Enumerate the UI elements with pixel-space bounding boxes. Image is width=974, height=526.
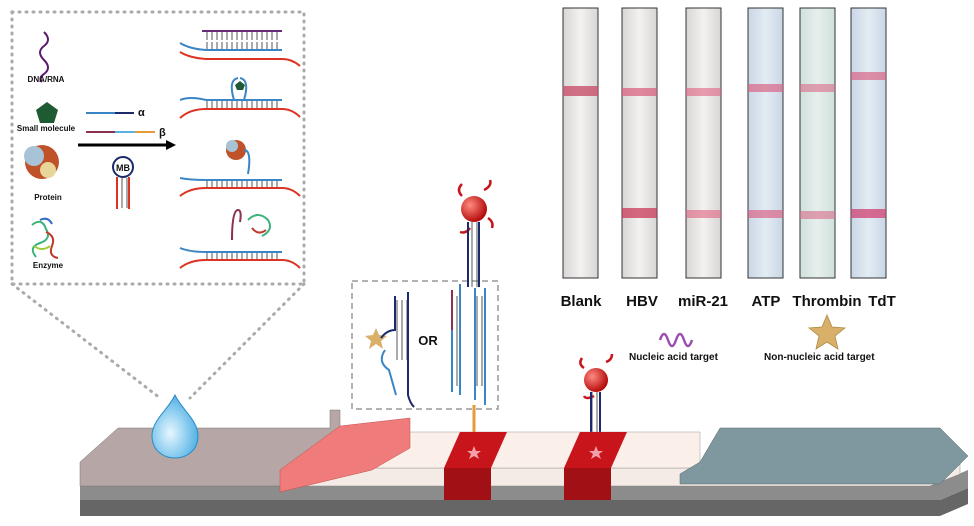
test-line xyxy=(622,208,657,218)
test-line xyxy=(686,210,721,218)
legend-nucleic-acid: Nucleic acid target xyxy=(629,352,719,363)
star-target-icon xyxy=(365,328,387,349)
reaction-arrow xyxy=(78,140,176,150)
test-strip-results: Blank HBV miR-21 ATP Thrombin TdT xyxy=(561,7,896,310)
complex-protein xyxy=(179,140,301,197)
enzyme-icon xyxy=(31,217,59,259)
target-label-enzyme: Enzyme xyxy=(33,261,64,270)
sample-pad xyxy=(79,409,341,487)
test-line xyxy=(851,209,886,218)
nucleic-acid-target-icon xyxy=(658,332,694,348)
capture-site-icon xyxy=(467,446,481,459)
dna-rna-icon xyxy=(39,31,49,83)
zoom-connector-lines xyxy=(10,282,306,400)
protein-icon xyxy=(24,145,59,179)
control-line xyxy=(563,86,598,96)
legend-non-nucleic-acid: Non-nucleic acid target xyxy=(764,352,875,363)
control-line xyxy=(851,72,886,80)
strip-label-mir21: miR-21 xyxy=(678,293,728,310)
nanoparticle-icon xyxy=(461,196,487,222)
complex-small-molecule xyxy=(179,77,301,119)
strip-label-tdt: TdT xyxy=(868,293,896,310)
probe-alpha: α xyxy=(86,107,145,119)
gold-nanoparticle-probe-control xyxy=(579,353,614,448)
control-line xyxy=(686,88,721,96)
target-label-protein: Protein xyxy=(34,193,62,202)
strip-mir21 xyxy=(685,7,722,279)
sample-droplet-icon xyxy=(151,393,199,459)
mb-label: MB xyxy=(116,163,130,173)
beta-label: β xyxy=(159,127,166,139)
or-label: OR xyxy=(418,333,438,348)
absorbent-pad xyxy=(679,427,969,485)
detection-principle-panel: DNA/RNA Small molecule Protein Enzyme α … xyxy=(10,10,306,400)
strip-label-blank: Blank xyxy=(561,293,603,310)
dashed-box xyxy=(351,280,499,410)
gold-nanoparticle-probe-test xyxy=(457,179,494,448)
complex-dna xyxy=(179,30,301,67)
strip-hbv xyxy=(621,7,658,279)
capture-site-icon xyxy=(589,446,603,459)
non-nucleic-acid-target-icon xyxy=(807,313,847,350)
conjugate-pad xyxy=(279,417,411,493)
dotted-panel-border xyxy=(10,10,306,286)
test-line xyxy=(800,211,835,219)
target-label-dna-rna: DNA/RNA xyxy=(28,75,65,84)
molecular-beacon: MB xyxy=(112,156,134,209)
strip-atp xyxy=(747,7,784,279)
nanoparticle-icon xyxy=(584,368,608,392)
control-line xyxy=(800,84,835,92)
capture-complex-options: OR xyxy=(351,280,499,410)
target-label-small-molecule: Small molecule xyxy=(17,124,76,133)
control-line xyxy=(748,84,783,92)
strip-thrombin xyxy=(799,7,836,279)
control-line xyxy=(622,88,657,96)
complex-enzyme xyxy=(179,208,301,269)
strip-label-hbv: HBV xyxy=(626,293,658,310)
strip-label-thrombin: Thrombin xyxy=(792,293,861,310)
lateral-flow-strip xyxy=(79,409,969,516)
test-line xyxy=(748,210,783,218)
strip-blank xyxy=(562,7,599,279)
strip-label-atp: ATP xyxy=(752,293,781,310)
legend: Nucleic acid target Non-nucleic acid tar… xyxy=(629,313,875,363)
backing-card xyxy=(80,488,968,516)
strip-tdt xyxy=(850,7,887,279)
small-molecule-icon xyxy=(36,102,58,123)
hybridization-complexes xyxy=(179,30,301,269)
alpha-label: α xyxy=(138,107,145,119)
probe-beta: β xyxy=(86,127,166,139)
